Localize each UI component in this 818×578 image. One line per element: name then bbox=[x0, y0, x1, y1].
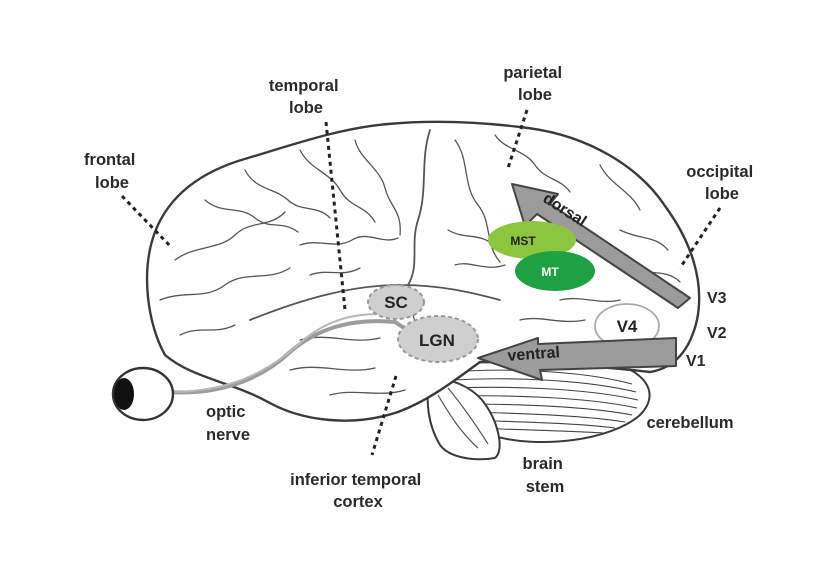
optic-nerve-label: optic nerve bbox=[206, 403, 250, 444]
mt-label: MT bbox=[541, 265, 559, 279]
frontal-lobe-label: frontal lobe bbox=[84, 151, 140, 192]
brain-stem-label: brain stem bbox=[523, 455, 568, 496]
v2-label: V2 bbox=[707, 325, 727, 342]
lgn-region: LGN bbox=[398, 316, 478, 362]
occipital-lobe-label: occipital lobe bbox=[686, 163, 758, 203]
parietal-lobe-label: parietal lobe bbox=[503, 64, 566, 104]
sc-region: SC bbox=[368, 285, 424, 319]
inferior-temporal-cortex-label: inferior temporal cortex bbox=[290, 471, 426, 511]
temporal-lobe-label: temporal lobe bbox=[269, 77, 343, 117]
mst-label: MST bbox=[510, 234, 536, 248]
mt-region: MT bbox=[515, 251, 595, 291]
v4-label: V4 bbox=[617, 317, 638, 336]
eye-icon bbox=[113, 368, 173, 420]
lgn-label: LGN bbox=[419, 331, 455, 350]
cerebellum-label: cerebellum bbox=[646, 414, 733, 432]
v1-label: V1 bbox=[686, 353, 706, 370]
sc-label: SC bbox=[384, 293, 408, 312]
v3-label: V3 bbox=[707, 290, 727, 307]
